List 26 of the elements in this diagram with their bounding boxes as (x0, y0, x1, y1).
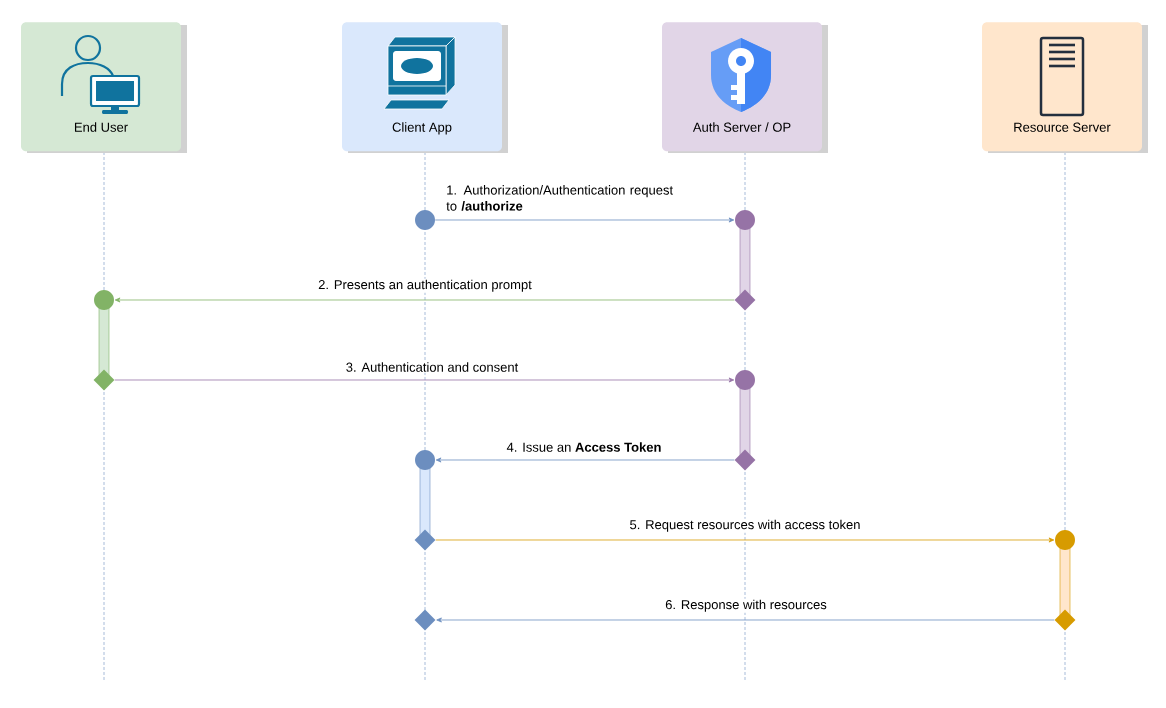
circle-marker (735, 370, 755, 390)
edge-label: 5. Request resources with access token (630, 519, 860, 532)
edge-label: 6. Response with resources (665, 599, 827, 612)
participant-box: End User (21, 22, 187, 153)
diamond-marker (414, 529, 436, 551)
circle-marker (415, 450, 435, 470)
circle-marker (94, 290, 114, 310)
circle-marker (735, 210, 755, 230)
edge-label: 2. Presents an authentication prompt (318, 279, 532, 292)
arrow (435, 457, 735, 463)
participant-box: Resource Server (982, 22, 1148, 153)
arrow (436, 617, 1055, 623)
diamond-marker (1054, 609, 1076, 631)
edge-label: 4. Issue an Access Token (506, 442, 661, 452)
circle-marker (415, 210, 435, 230)
edge-label: 1. Authorization/Authentication request to /authorize (446, 185, 673, 211)
diamond-marker (734, 289, 756, 311)
arrow (434, 217, 735, 223)
diamond-marker (414, 609, 436, 631)
circle-marker (1055, 530, 1075, 550)
diamond-marker (93, 369, 115, 391)
edge-label: 3. Authentication and consent (346, 362, 519, 372)
arrow (114, 297, 735, 303)
arrow (435, 537, 1055, 543)
diamond-marker (734, 449, 756, 471)
arrow (114, 377, 735, 383)
